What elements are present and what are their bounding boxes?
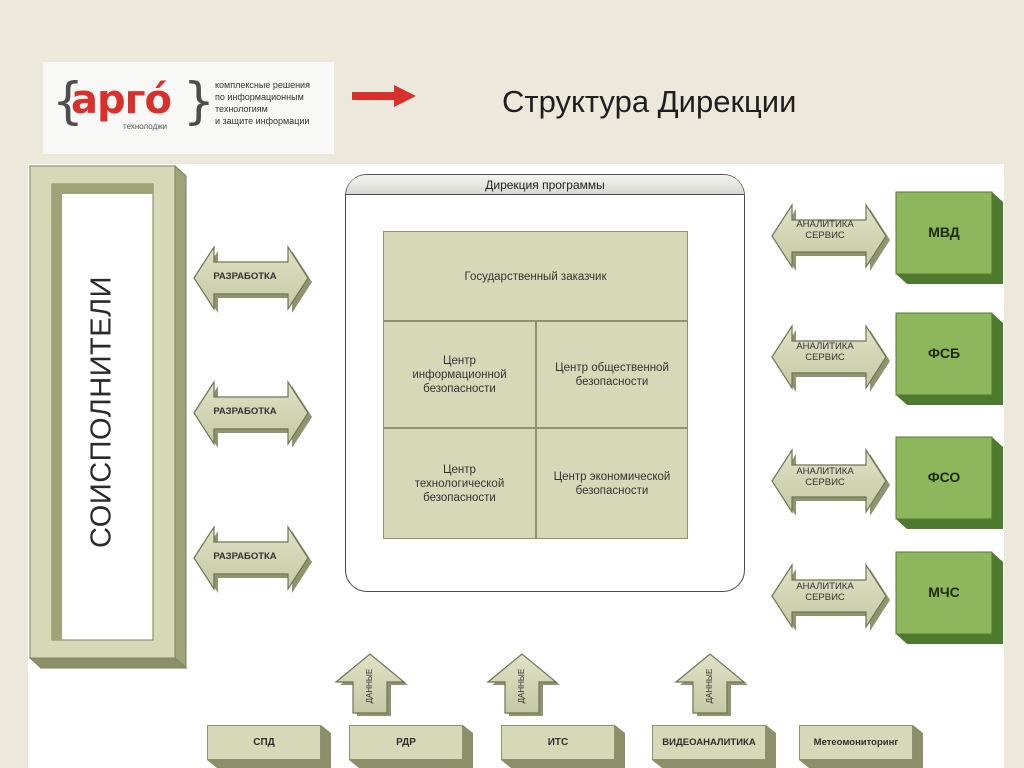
agency-box-1-shape bbox=[895, 191, 1003, 284]
bottom-box-meteo: Метеомониторинг bbox=[799, 725, 913, 760]
bottom-box-its-label: ИТС bbox=[547, 737, 569, 748]
left-arrow-1-label: РАЗРАБОТКА bbox=[213, 271, 277, 282]
right-arrow-4-line2: СЕРВИС bbox=[805, 592, 845, 603]
right-arrow-1-icon bbox=[771, 202, 890, 271]
agency-fso: ФСО bbox=[927, 469, 961, 485]
program-directorate-header bbox=[346, 175, 744, 195]
cell-economic-security-line2: безопасности bbox=[575, 485, 649, 497]
agency-fsb: ФСБ bbox=[927, 345, 961, 361]
cell-economic-security: Центр экономической безопасности bbox=[536, 428, 688, 539]
cell-tech-security-line2: технологической bbox=[414, 478, 505, 490]
cell-state-customer-label: Государственный заказчик bbox=[464, 271, 607, 283]
slide-title: Структура Дирекции bbox=[502, 84, 797, 119]
data-arrow-3-label: ДАННЫЕ bbox=[705, 668, 714, 704]
data-arrow-1-label: ДАННЫЕ bbox=[365, 668, 374, 704]
logo-tagline-1: комплексные решения bbox=[215, 80, 310, 90]
data-arrow-2-icon bbox=[486, 653, 560, 716]
cell-economic-security-line1: Центр экономической bbox=[553, 471, 671, 483]
logo-brace-right: } bbox=[183, 72, 215, 130]
right-arrow-4-icon bbox=[771, 562, 890, 631]
cell-public-security: Центр общественной безопасности bbox=[536, 321, 688, 428]
program-directorate-title: Дирекция программы bbox=[485, 178, 605, 192]
bottom-box-rdr: РДР bbox=[349, 725, 463, 760]
left-arrow-2-icon bbox=[193, 379, 312, 448]
soispolniteli-frame bbox=[28, 164, 188, 670]
agency-box-3-shape bbox=[895, 436, 1003, 529]
data-arrow-1-icon bbox=[334, 653, 408, 716]
bottom-box-videoanalytics-label: ВИДЕОАНАЛИТИКА bbox=[662, 737, 756, 748]
agency-mchs: МЧС bbox=[928, 584, 960, 600]
bottom-box-spd: СПД bbox=[207, 725, 321, 760]
cell-info-security-line2: информационной bbox=[412, 369, 507, 381]
logo-word: арго́ bbox=[71, 77, 172, 123]
right-arrow-2-icon bbox=[771, 323, 890, 392]
right-arrow-3-line2: СЕРВИС bbox=[805, 477, 845, 488]
right-arrow-4-line1: АНАЛИТИКА bbox=[796, 581, 854, 592]
header-arrow-icon bbox=[352, 85, 416, 107]
left-arrow-3-icon bbox=[193, 524, 312, 593]
agency-box-4-shape bbox=[895, 551, 1003, 644]
left-arrow-3-label: РАЗРАБОТКА bbox=[213, 551, 277, 562]
logo-brace-left: { bbox=[52, 72, 84, 130]
right-arrow-2-line1: АНАЛИТИКА bbox=[796, 341, 854, 352]
cell-public-security-line2: безопасности bbox=[575, 376, 649, 388]
right-arrow-3-icon bbox=[771, 447, 890, 516]
logo-tagline-2: по информационным bbox=[215, 92, 304, 102]
cell-info-security-line3: безопасности bbox=[423, 383, 496, 395]
cell-tech-security-line1: Центр bbox=[443, 464, 476, 476]
right-arrow-3-line1: АНАЛИТИКА bbox=[796, 466, 854, 477]
logo: { арго́ технолоджи } комплексные решения… bbox=[43, 62, 334, 154]
logo-subtitle: технолоджи bbox=[123, 122, 168, 131]
data-arrow-3-icon bbox=[674, 653, 748, 716]
cell-info-security: Центр информационной безопасности bbox=[383, 321, 536, 428]
agency-box-2-shape bbox=[895, 312, 1003, 405]
cell-state-customer: Государственный заказчик bbox=[383, 231, 688, 321]
cell-public-security-line1: Центр общественной bbox=[555, 362, 669, 374]
logo-tagline-3: технологиям bbox=[215, 104, 268, 114]
bottom-box-meteo-label: Метеомониторинг bbox=[813, 737, 899, 748]
right-arrow-2-line2: СЕРВИС bbox=[805, 352, 845, 363]
data-arrow-2-label: ДАННЫЕ bbox=[517, 668, 526, 704]
left-arrow-1-icon bbox=[193, 244, 312, 313]
soispolniteli-label: СОИСПОЛНИТЕЛИ bbox=[85, 276, 118, 548]
agency-mvd: МВД bbox=[928, 224, 960, 240]
right-arrow-1-line2: СЕРВИС bbox=[805, 230, 845, 241]
cell-tech-security: Центр технологической безопасности bbox=[383, 428, 536, 539]
bottom-box-its: ИТС bbox=[501, 725, 615, 760]
left-arrow-2-label: РАЗРАБОТКА bbox=[213, 406, 277, 417]
cell-info-security-line1: Центр bbox=[443, 355, 476, 367]
bottom-box-rdr-label: РДР bbox=[396, 737, 416, 748]
soispolniteli-panel: СОИСПОЛНИТЕЛИ bbox=[52, 184, 153, 640]
cell-tech-security-line3: безопасности bbox=[423, 492, 496, 504]
logo-tagline-4: и защите информации bbox=[215, 116, 310, 126]
bottom-box-videoanalytics: ВИДЕОАНАЛИТИКА bbox=[652, 725, 766, 760]
bottom-box-spd-label: СПД bbox=[253, 737, 275, 748]
right-arrow-1-line1: АНАЛИТИКА bbox=[796, 219, 854, 230]
